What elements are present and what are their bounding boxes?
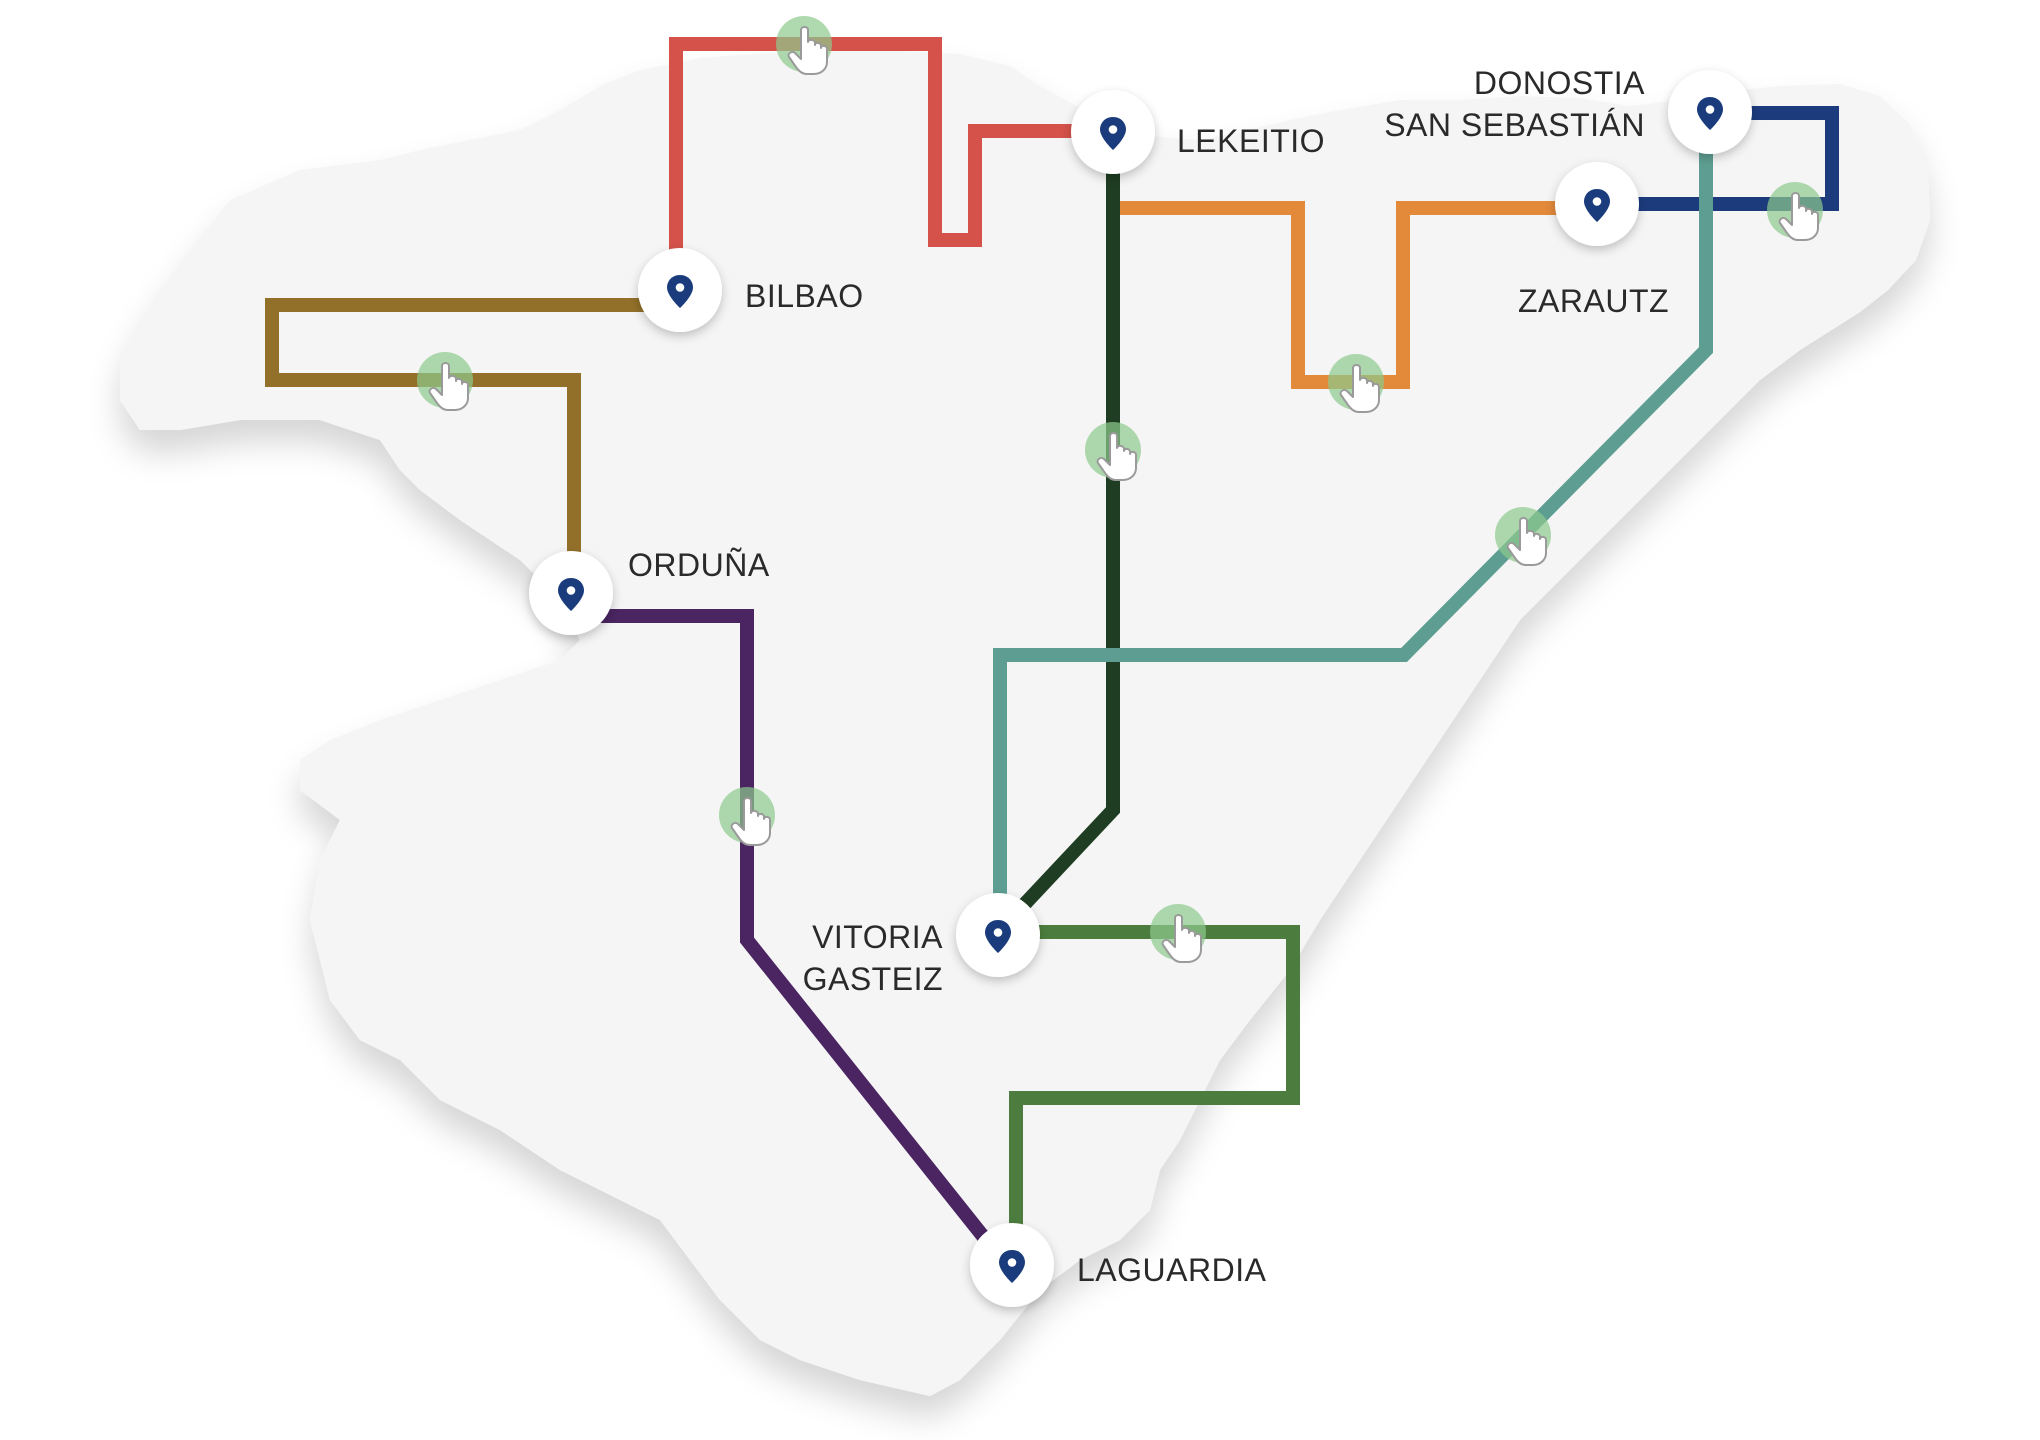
stop-vitoria-gasteiz[interactable] bbox=[956, 893, 1040, 977]
stop-lekeitio[interactable] bbox=[1071, 90, 1155, 174]
stop-bilbao[interactable] bbox=[638, 248, 722, 332]
route-bilbao-orduna[interactable] bbox=[265, 298, 677, 573]
label-orduna: ORDUÑA bbox=[628, 547, 770, 583]
stop-donostia[interactable] bbox=[1668, 70, 1752, 154]
label-donostia-line2: SAN SEBASTIÁN bbox=[1384, 107, 1645, 143]
route-lekeitio-vitoria[interactable] bbox=[999, 132, 1120, 930]
route-bilbao-lekeitio[interactable] bbox=[669, 37, 1110, 288]
label-vitoria-line1: VITORIA bbox=[812, 919, 943, 955]
land-mass bbox=[120, 50, 1930, 1396]
label-zarautz: ZARAUTZ bbox=[1518, 283, 1669, 319]
stop-laguardia[interactable] bbox=[970, 1223, 1054, 1307]
stop-zarautz[interactable] bbox=[1555, 162, 1639, 246]
stop-orduna[interactable] bbox=[529, 551, 613, 635]
label-lekeitio: LEKEITIO bbox=[1177, 123, 1325, 159]
route-orduna-laguardia[interactable] bbox=[568, 609, 996, 1250]
label-bilbao: BILBAO bbox=[745, 278, 864, 314]
route-donostia-vitoria[interactable] bbox=[993, 114, 1713, 920]
label-donostia-line1: DONOSTIA bbox=[1474, 65, 1645, 101]
routes-layer bbox=[265, 37, 1839, 1250]
label-laguardia: LAGUARDIA bbox=[1077, 1252, 1267, 1288]
label-vitoria-line2: GASTEIZ bbox=[803, 961, 943, 997]
